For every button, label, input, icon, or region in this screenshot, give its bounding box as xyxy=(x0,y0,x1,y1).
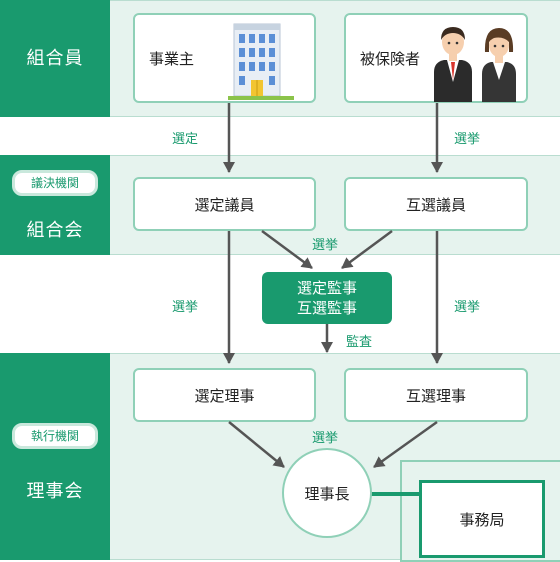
elected-member-label: 互選議員 xyxy=(405,195,466,214)
members-side xyxy=(0,0,110,117)
employer-label: 事業主 xyxy=(149,49,195,68)
elected-member-box: 互選議員 xyxy=(344,177,528,231)
arrow-elected-director-to-chair xyxy=(373,420,438,469)
auditors-label-1: 選定監事 xyxy=(296,279,357,297)
assembly-section-label: 組合会 xyxy=(26,220,84,241)
executive-badge: 執行機関 xyxy=(12,423,98,449)
appointed-member-label: 選定議員 xyxy=(194,195,255,214)
auditors-box: 選定監事 互選監事 xyxy=(262,272,392,324)
office-box: 事務局 xyxy=(419,480,545,558)
elect-label-right: 選挙 xyxy=(454,300,481,315)
elect-label-board: 選挙 xyxy=(312,431,339,446)
board-side xyxy=(0,353,110,560)
members-section-label: 組合員 xyxy=(26,48,84,69)
arrow-elected-to-auditors xyxy=(341,229,393,270)
arrow-appointed-to-auditors xyxy=(261,229,313,270)
elect-label-left: 選挙 xyxy=(172,300,199,315)
appoint-label: 選定 xyxy=(172,132,199,147)
chair-circle: 理事長 xyxy=(282,448,372,538)
chair-label: 理事長 xyxy=(304,484,350,503)
elect-label-assembly: 選挙 xyxy=(312,238,339,253)
deliberative-badge: 議決機関 xyxy=(12,170,98,196)
insured-label: 被保険者 xyxy=(360,49,421,68)
elected-director-label: 互選理事 xyxy=(405,386,466,405)
appointed-director-label: 選定理事 xyxy=(194,386,255,405)
office-label: 事務局 xyxy=(459,510,505,529)
employer-box: 事業主 xyxy=(133,13,316,103)
audit-label: 監査 xyxy=(346,335,373,350)
elect-label-top: 選挙 xyxy=(454,132,481,147)
elected-director-box: 互選理事 xyxy=(344,368,528,422)
arrow-appointed-director-to-chair xyxy=(228,421,285,468)
appointed-member-box: 選定議員 xyxy=(133,177,316,231)
businessman-icon xyxy=(434,27,472,102)
businesswoman-icon xyxy=(482,28,516,102)
board-section-label: 理事会 xyxy=(26,481,84,502)
building-icon xyxy=(228,23,294,100)
auditors-label-2: 互選監事 xyxy=(296,299,357,317)
appointed-director-box: 選定理事 xyxy=(133,368,316,422)
